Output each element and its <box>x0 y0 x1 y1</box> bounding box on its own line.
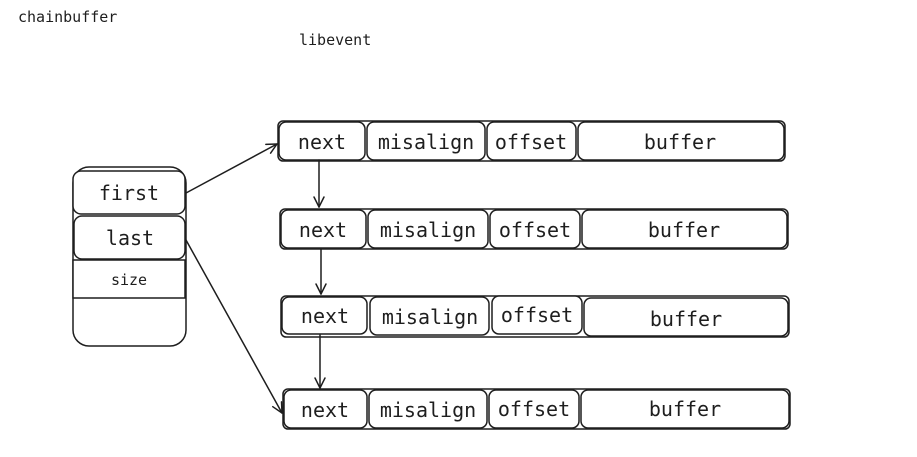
libevent-label: libevent <box>299 31 372 49</box>
field-first: first <box>72 170 186 215</box>
chain-row-1-offset-label: offset <box>495 130 567 154</box>
chain-row-3-buffer-label: buffer <box>650 307 722 331</box>
chain-row-4-buffer-label: buffer <box>649 397 721 421</box>
chain-row-2-next-label: next <box>299 218 347 242</box>
arrow-last-to-chain-4 <box>185 239 283 414</box>
chain-row-4-outline <box>282 388 791 430</box>
chain-row-2-buffer-cell <box>581 209 788 249</box>
field-size: size <box>72 259 186 299</box>
chain-row-2: next misalign offset buffer <box>279 208 789 250</box>
field-first-box <box>72 170 186 215</box>
chain-row-1-offset-cell <box>486 121 577 161</box>
chain-row-4-misalign-cell <box>368 389 488 429</box>
field-last-box <box>73 215 186 260</box>
chain-row-4-next-label: next <box>301 398 349 422</box>
chain-row-2-offset-label: offset <box>499 218 571 242</box>
chain-row-3-next-label: next <box>301 304 349 328</box>
chain-row-4: next misalign offset buffer <box>282 388 791 430</box>
chain-row-2-outline <box>279 208 789 250</box>
arrow-first-to-chain-1 <box>185 143 278 194</box>
chain-row-1-next-cell <box>278 121 366 161</box>
chain-row-2-buffer-label: buffer <box>648 218 720 242</box>
chain-row-3-offset-cell <box>491 295 583 335</box>
field-first-label: first <box>99 181 159 205</box>
chain-row-1-buffer-label: buffer <box>644 130 716 154</box>
chain-row-3-misalign-cell <box>369 296 490 336</box>
field-last-label: last <box>106 226 154 250</box>
chain-row-2-offset-cell <box>489 209 581 249</box>
field-last: last <box>73 215 186 260</box>
chain-row-4-offset-cell <box>488 389 580 429</box>
chain-row-1-buffer-cell <box>577 121 785 161</box>
chain-row-1-misalign-cell <box>366 121 486 161</box>
chain-row-4-misalign-label: misalign <box>380 398 476 422</box>
field-size-box <box>72 259 186 299</box>
chain-row-3-next-cell <box>281 296 368 335</box>
chain-row-3-buffer-cell <box>583 297 789 337</box>
chain-row-2-misalign-label: misalign <box>380 218 476 242</box>
chain-row-3: next misalign offset buffer <box>280 295 790 338</box>
chain-row-1-misalign-label: misalign <box>378 130 474 154</box>
chain-row-4-offset-label: offset <box>498 397 570 421</box>
chain-row-3-misalign-label: misalign <box>382 305 478 329</box>
chain-row-1-outline <box>277 120 786 162</box>
chain-row-4-buffer-cell <box>580 389 790 429</box>
chain-row-1: next misalign offset buffer <box>277 120 786 162</box>
evbuffer-outline <box>72 166 187 347</box>
chain-row-3-offset-label: offset <box>501 303 573 327</box>
field-size-label: size <box>111 271 147 289</box>
chain-row-2-next-cell <box>280 209 367 249</box>
chain-row-2-misalign-cell <box>367 209 489 249</box>
chainbuffer-label: chainbuffer <box>18 8 118 26</box>
evbuffer-struct: first last size <box>72 166 187 347</box>
chain-row-1-next-label: next <box>298 130 346 154</box>
chain-row-4-next-cell <box>283 389 368 429</box>
